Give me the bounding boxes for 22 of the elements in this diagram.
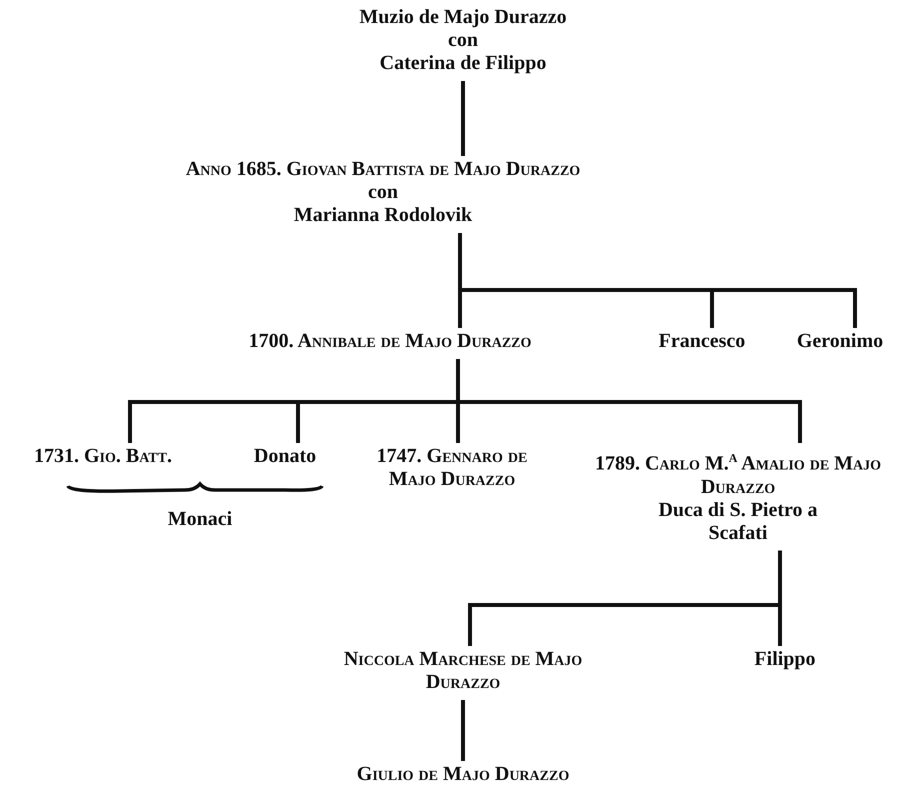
family-tree-line <box>778 550 782 646</box>
conjunction-text: con <box>447 29 479 52</box>
title-text: Caterina de Filippo <box>378 52 548 75</box>
conjunction-text: con <box>367 181 399 204</box>
title-text: Marianna Rodolovik <box>292 204 474 227</box>
group-note: Monaci <box>168 508 232 531</box>
family-tree-line <box>461 81 465 156</box>
person-name: Donato <box>252 445 318 468</box>
person-name: Muzio de Majo Durazzo <box>358 6 568 29</box>
person-name: Francesco <box>658 330 746 353</box>
person-name: Geronimo <box>796 330 884 353</box>
person-name: Anno 1685. Giovan Battista de Majo Durazzo <box>184 158 582 181</box>
person-name: Giulio de Majo Durazzo <box>356 763 570 786</box>
person-name: 1789. Carlo M.$^{a}$ Amalio de Majo Durazzo <box>594 446 882 499</box>
person-name: Niccola Marchese de Majo Durazzo <box>342 648 584 694</box>
family-tree-line <box>458 233 857 328</box>
person-name: 1747. Gennaro de Majo Durazzo <box>376 445 528 491</box>
person-name: Filippo <box>753 648 817 671</box>
family-tree-line <box>461 700 465 761</box>
person-name: 1731. Gio. Batt. <box>33 445 173 468</box>
title-text: Duca di S. Pietro a Scafati <box>657 498 819 545</box>
person-name: 1700. Annibale de Majo Durazzo <box>248 330 532 353</box>
